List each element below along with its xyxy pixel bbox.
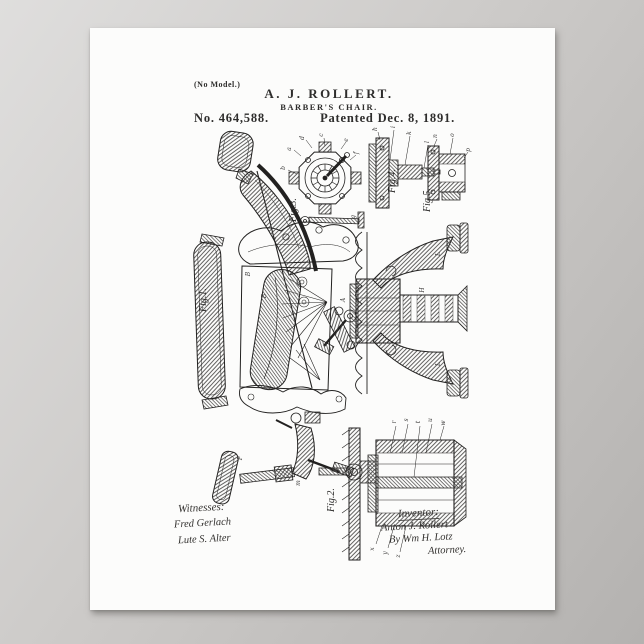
reference-letter: c [318, 133, 325, 137]
attorney-title: Attorney. [427, 544, 467, 557]
figure-4-hub-assembly [369, 130, 440, 208]
reference-letter: t [415, 420, 422, 423]
backrest-pad [240, 171, 310, 275]
figure-1-base-drawing [315, 223, 468, 398]
arm-roll-cushion [248, 267, 303, 392]
reference-letter: w [440, 420, 447, 426]
centre-hub-drum [350, 279, 400, 343]
reference-letter: p [465, 148, 472, 152]
base-leg-lower [373, 333, 468, 398]
reference-letter: r [391, 419, 398, 423]
reference-letter: H [419, 287, 426, 294]
reference-letter: a [286, 147, 293, 151]
base-leg-upper [373, 223, 468, 288]
mounting-wall [349, 428, 360, 560]
backrest-frame [258, 165, 316, 271]
figure-5-bearing-assembly [428, 138, 468, 200]
reference-letter: c [271, 236, 278, 240]
reference-letter: o [449, 133, 456, 137]
reference-letter: B [245, 271, 252, 277]
reference-letters: a d c e f b g h i k l n o pB BcA H L L Fm r s t u w x y z [237, 126, 472, 559]
patent-poster: (No Model.) A. J. ROLLERT. BARBER'S CHAI… [90, 28, 555, 610]
reference-letter: g [350, 215, 357, 219]
inventor-heading: Inventor: [397, 505, 440, 522]
reference-letter: d [299, 136, 306, 140]
tilt-crank-and-pedal [315, 307, 356, 355]
reference-letter: l [424, 141, 431, 143]
reference-letter: h [372, 127, 379, 131]
seat-cushion [193, 234, 228, 409]
figure-1-label: Fig.1. [198, 288, 209, 313]
carved-crest-rail [239, 222, 359, 264]
reference-letter: z [395, 554, 402, 559]
patent-number: No. 464,588. [194, 111, 269, 125]
reference-letter: b [280, 166, 287, 170]
reference-letter: e [343, 138, 350, 142]
reference-letter: y [382, 551, 389, 556]
footrest-assembly [211, 424, 354, 505]
hydraulic-cylinder [368, 440, 466, 526]
reference-letter: n [432, 134, 439, 138]
reference-letter: i [390, 126, 397, 128]
figure-5-label: Fig.5. [422, 188, 433, 213]
patent-title: BARBER'S CHAIR. [280, 102, 378, 112]
reference-letter: f [353, 150, 360, 155]
patent-date: Patented Dec. 8, 1891. [320, 111, 455, 125]
reference-letter: L [435, 362, 442, 367]
witnesses-heading: Witnesses: [177, 500, 225, 516]
figure-2-cylinder-section [319, 424, 466, 560]
crank-tool-drawing [301, 212, 365, 228]
patent-drawing: Fig.1. Fig.2. Fig.3. Fig.4. Fig.5. a d c e f… [90, 126, 472, 610]
figure-3-gear-mechanism [288, 138, 361, 214]
lower-ornate-frame [239, 385, 346, 428]
reference-letter: F [237, 455, 244, 461]
figure-2-label: Fig.2. [326, 488, 337, 513]
reference-letter: m [295, 480, 302, 486]
reference-letter: A [340, 297, 347, 303]
figure-4-label: Fig.4. [387, 169, 398, 194]
figure-3-label: Fig.3. [288, 198, 299, 223]
patent-inventor-name: A. J. ROLLERT. [264, 86, 394, 101]
reference-letter: L [435, 252, 442, 257]
figure-1-chair-drawing [193, 130, 358, 506]
reference-letter: s [403, 418, 410, 421]
no-model-note: (No Model.) [194, 80, 241, 89]
reference-letter: u [427, 418, 434, 422]
reference-letter: B [261, 293, 268, 299]
reference-letter: k [406, 131, 413, 135]
reference-letter: x [369, 547, 376, 551]
pedestal-column [400, 286, 467, 331]
